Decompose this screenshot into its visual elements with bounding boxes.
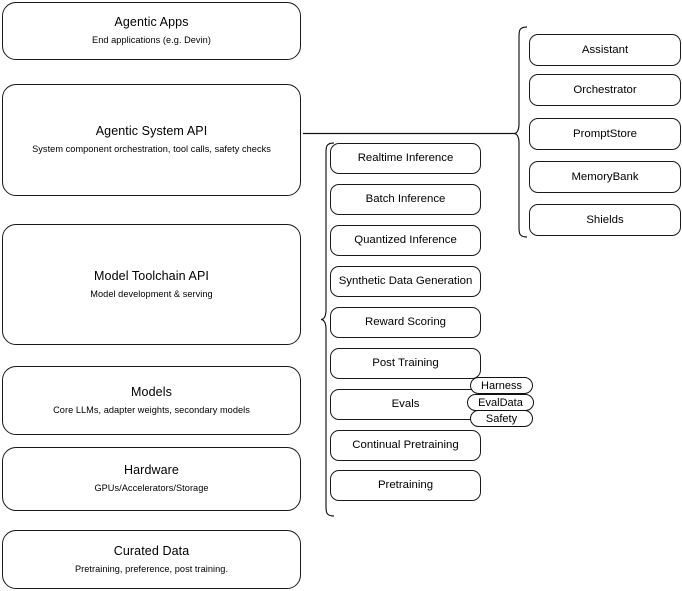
item-label: Quantized Inference bbox=[354, 234, 457, 247]
item-label: Assistant bbox=[581, 43, 629, 56]
system-item-promptstore[interactable]: PromptStore bbox=[529, 118, 681, 150]
layer-agentic-apps[interactable]: Agentic Apps End applications (e.g. Devi… bbox=[2, 2, 301, 60]
layer-title: Agentic Apps bbox=[114, 15, 189, 30]
toolchain-item-realtime-inference[interactable]: Realtime Inference bbox=[330, 143, 481, 174]
layer-title: Agentic System API bbox=[95, 124, 208, 139]
item-label: Shields bbox=[586, 213, 624, 226]
item-label: Continual Pretraining bbox=[352, 439, 459, 452]
pill-label: Safety bbox=[485, 412, 518, 425]
layer-subtitle: System component orchestration, tool cal… bbox=[32, 144, 271, 155]
item-label: PromptStore bbox=[573, 127, 637, 140]
toolchain-item-quantized-inference[interactable]: Quantized Inference bbox=[330, 225, 481, 256]
toolchain-item-synthetic-data-generation[interactable]: Synthetic Data Generation bbox=[330, 266, 481, 297]
system-item-orchestrator[interactable]: Orchestrator bbox=[529, 74, 681, 106]
item-label: Orchestrator bbox=[573, 83, 637, 96]
layer-title: Model Toolchain API bbox=[94, 268, 209, 283]
layer-title: Hardware bbox=[124, 463, 179, 478]
layer-subtitle: Pretraining, preference, post training. bbox=[74, 563, 229, 574]
item-label: Batch Inference bbox=[365, 193, 446, 206]
layer-subtitle: GPUs/Accelerators/Storage bbox=[94, 483, 209, 494]
toolchain-item-continual-pretraining[interactable]: Continual Pretraining bbox=[330, 430, 481, 461]
layer-agentic-system-api[interactable]: Agentic System API System component orch… bbox=[2, 84, 301, 196]
layer-curated-data[interactable]: Curated Data Pretraining, preference, po… bbox=[2, 530, 301, 589]
pill-label: EvalData bbox=[478, 396, 523, 409]
toolchain-item-reward-scoring[interactable]: Reward Scoring bbox=[330, 307, 481, 338]
item-label: Pretraining bbox=[377, 479, 434, 492]
item-label: Reward Scoring bbox=[364, 316, 447, 329]
system-item-shields[interactable]: Shields bbox=[529, 204, 681, 236]
system-item-memorybank[interactable]: MemoryBank bbox=[529, 161, 681, 193]
item-label: Evals bbox=[391, 398, 420, 411]
item-label: MemoryBank bbox=[571, 170, 639, 183]
toolchain-item-post-training[interactable]: Post Training bbox=[330, 348, 481, 379]
layer-hardware[interactable]: Hardware GPUs/Accelerators/Storage bbox=[2, 447, 301, 511]
evals-pill-safety[interactable]: Safety bbox=[470, 410, 533, 427]
evals-pill-evaldata[interactable]: EvalData bbox=[467, 394, 534, 411]
item-label: Realtime Inference bbox=[357, 152, 454, 165]
toolchain-item-pretraining[interactable]: Pretraining bbox=[330, 470, 481, 501]
toolchain-item-batch-inference[interactable]: Batch Inference bbox=[330, 184, 481, 215]
brace-system-components bbox=[513, 26, 528, 238]
evals-pill-harness[interactable]: Harness bbox=[470, 377, 533, 394]
pill-label: Harness bbox=[481, 379, 522, 392]
layer-title: Models bbox=[131, 384, 172, 399]
layer-subtitle: Core LLMs, adapter weights, secondary mo… bbox=[53, 404, 250, 415]
layer-title: Curated Data bbox=[113, 543, 190, 558]
layer-models[interactable]: Models Core LLMs, adapter weights, secon… bbox=[2, 366, 301, 435]
toolchain-item-evals[interactable]: Evals bbox=[330, 389, 481, 420]
item-label: Post Training bbox=[372, 357, 439, 370]
layer-model-toolchain-api[interactable]: Model Toolchain API Model development & … bbox=[2, 224, 301, 345]
item-label: Synthetic Data Generation bbox=[338, 275, 473, 288]
layer-subtitle: End applications (e.g. Devin) bbox=[92, 35, 211, 46]
layer-subtitle: Model development & serving bbox=[90, 288, 213, 299]
system-item-assistant[interactable]: Assistant bbox=[529, 34, 681, 66]
